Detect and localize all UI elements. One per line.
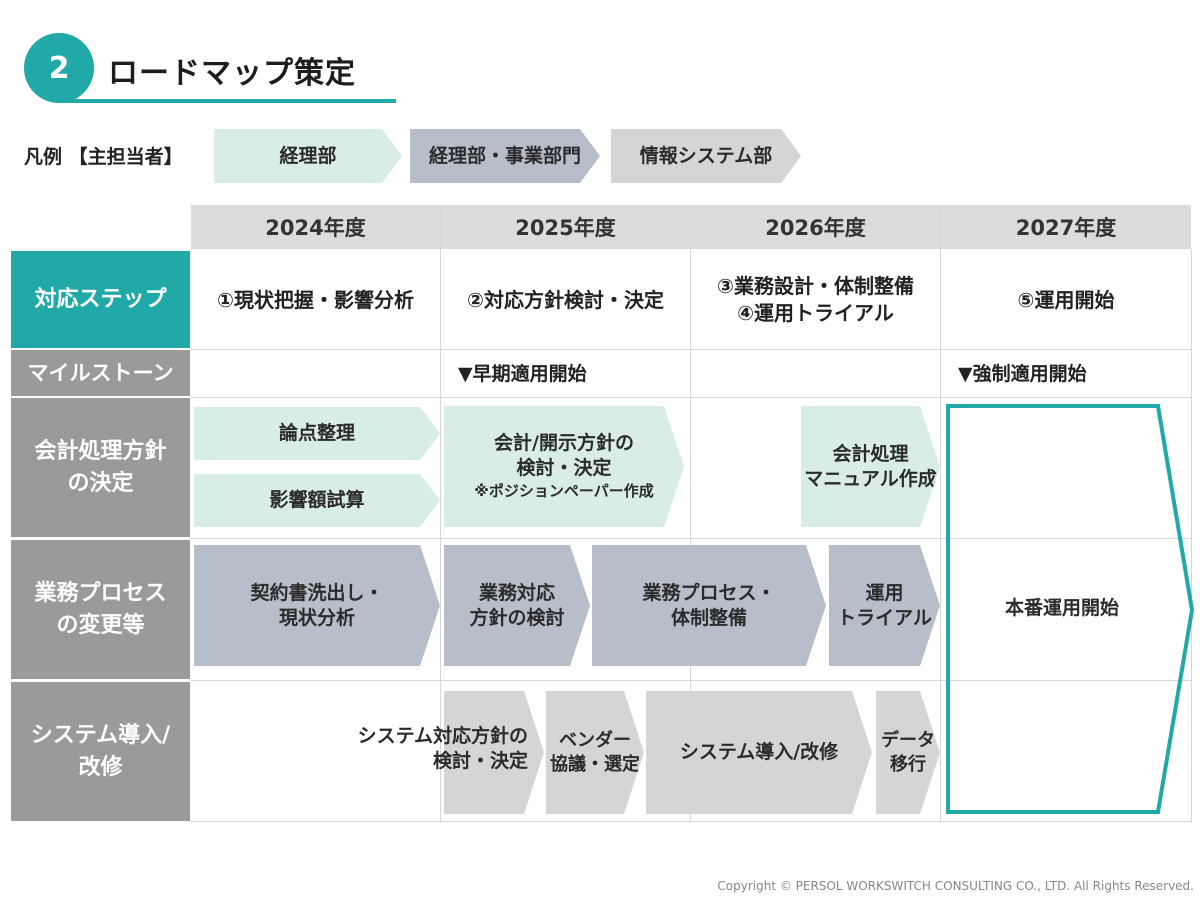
task-impact-estimation: 影響額試算 (194, 474, 440, 527)
year-header-2025: 2025年度 (441, 205, 690, 249)
year-header-2026: 2026年度 (691, 205, 940, 249)
legend-it-department: 情報システム部 (611, 129, 801, 183)
row-header-accounting: 会計処理方針 の決定 (11, 398, 190, 537)
row-header-business: 業務プロセス の変更等 (11, 540, 190, 679)
row-header-milestone: マイルストーン (11, 350, 190, 396)
task-contract-review: 契約書洗出し・ 現状分析 (194, 545, 440, 666)
task-issue-organization: 論点整理 (194, 407, 440, 460)
grid-line (191, 397, 1191, 398)
step-5: ⑤運用開始 (1017, 287, 1115, 312)
section-number-badge: 2 (24, 33, 94, 103)
title-underline (60, 99, 396, 103)
step-3-4: ③業務設計・体制整備 ④運用トライアル (717, 274, 914, 325)
task-system-policy-label: システム対応方針の 検討・決定 (357, 725, 528, 772)
grid-line (191, 821, 1191, 822)
legend-accounting: 経理部 (214, 129, 402, 183)
task-go-live: 本番運用開始 (1004, 597, 1119, 619)
task-position-paper-note: ※ポジションペーパー作成 (474, 482, 654, 501)
task-system-implementation: システム導入/改修 (646, 691, 872, 814)
grid-line (191, 349, 1191, 350)
task-vendor-selection: ベンダー 協議・選定 (546, 691, 644, 814)
task-accounting-policy-decision: 会計/開示方針の 検討・決定 ※ポジションペーパー作成 (444, 406, 684, 527)
task-accounting-manual: 会計処理 マニュアル作成 (801, 406, 940, 527)
milestone-mandatory-adoption: ▼強制適用開始 (958, 363, 1087, 385)
task-operation-trial: 運用 トライアル (829, 545, 940, 666)
task-business-process-setup: 業務プロセス・ 体制整備 (592, 545, 826, 666)
grid-line (191, 538, 1191, 539)
grid-line (690, 205, 691, 822)
step-1: ①現状把握・影響分析 (217, 287, 414, 312)
legend-accounting-business: 経理部・事業部門 (410, 129, 600, 183)
page-title: ロードマップ策定 (108, 56, 356, 91)
copyright-text: Copyright © PERSOL WORKSWITCH CONSULTING… (717, 879, 1194, 893)
task-business-policy: 業務対応 方針の検討 (444, 545, 590, 666)
task-system-policy-bar (444, 691, 544, 814)
grid-line (191, 680, 1191, 681)
legend-label: 凡例 【主担当者】 (24, 146, 183, 168)
grid-line (1191, 249, 1192, 822)
milestone-early-adoption: ▼早期適用開始 (458, 363, 587, 385)
grid-line (440, 205, 441, 822)
row-header-steps: 対応ステップ (11, 251, 190, 348)
go-live-arrow (946, 404, 1195, 814)
year-header-2024: 2024年度 (191, 205, 440, 249)
grid-line (940, 205, 941, 822)
task-data-migration: データ 移行 (876, 691, 940, 814)
row-header-system: システム導入/ 改修 (11, 682, 190, 821)
year-header-2027: 2027年度 (941, 205, 1191, 249)
task-accounting-policy-label: 会計/開示方針の 検討・決定 (494, 432, 634, 479)
step-2: ②対応方針検討・決定 (467, 287, 664, 312)
